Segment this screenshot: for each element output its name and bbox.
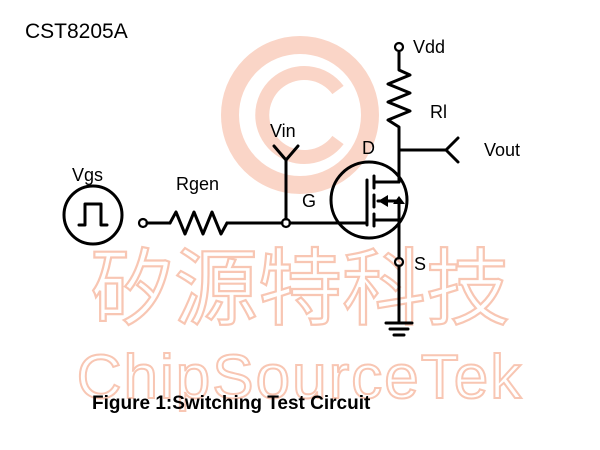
rl-resistor (386, 50, 412, 134)
part-number: CST8205A (25, 20, 128, 43)
svg-text:ChipSourceTek: ChipSourceTek (77, 343, 523, 412)
vout-arrow (444, 136, 460, 164)
pulse-generator-symbol (62, 184, 124, 246)
vdd-label: Vdd (413, 37, 445, 57)
ground-symbol (384, 321, 414, 337)
vin-probe-arrow (272, 144, 300, 162)
rgen-resistor (168, 210, 229, 236)
figure-caption: Figure 1:Switching Test Circuit (92, 393, 371, 414)
rgen-label: Rgen (176, 174, 219, 194)
vdd-terminal (393, 41, 405, 53)
source-label: S (414, 254, 426, 274)
gate-label: G (302, 191, 316, 211)
vgs-label: Vgs (72, 165, 103, 185)
svg-text:矽源特科技: 矽源特科技 (90, 240, 510, 338)
drain-label: D (362, 138, 375, 158)
vout-label: Vout (484, 140, 520, 160)
vin-label: Vin (270, 121, 296, 141)
rl-label: Rl (430, 102, 447, 122)
mosfet-symbol (329, 160, 409, 240)
